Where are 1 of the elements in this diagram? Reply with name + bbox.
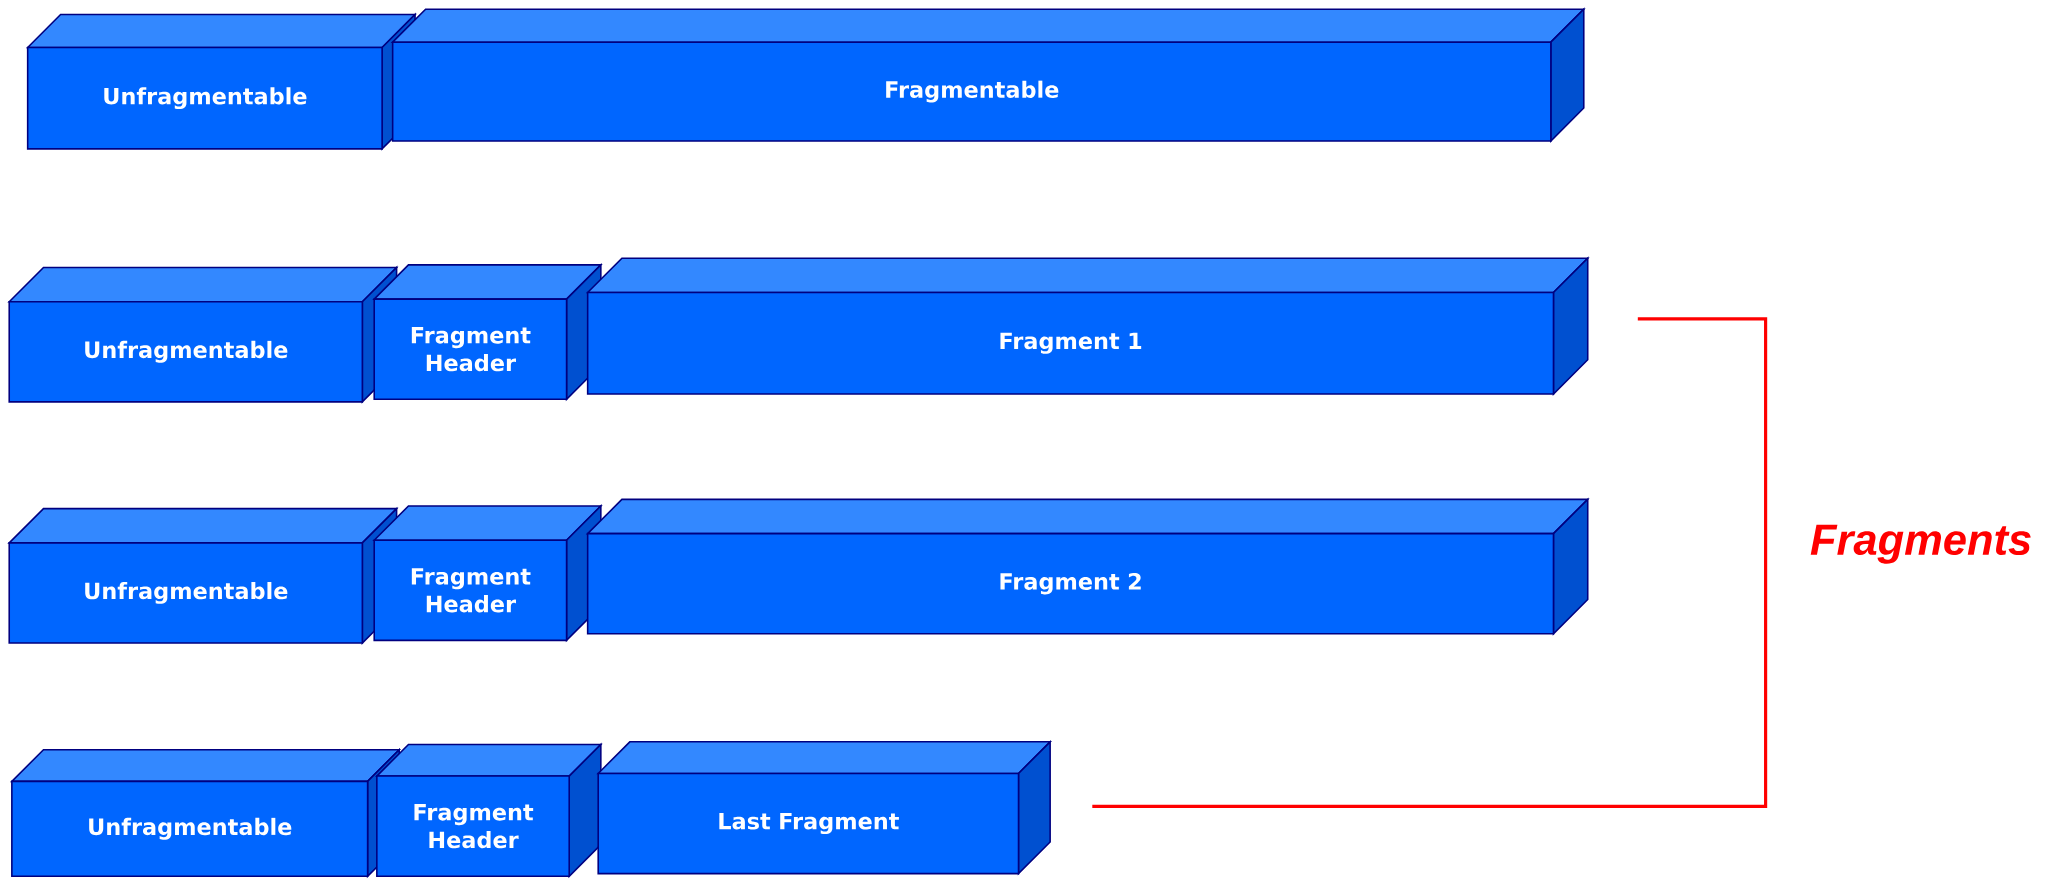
- bracket-label: Fragments: [1810, 524, 2031, 564]
